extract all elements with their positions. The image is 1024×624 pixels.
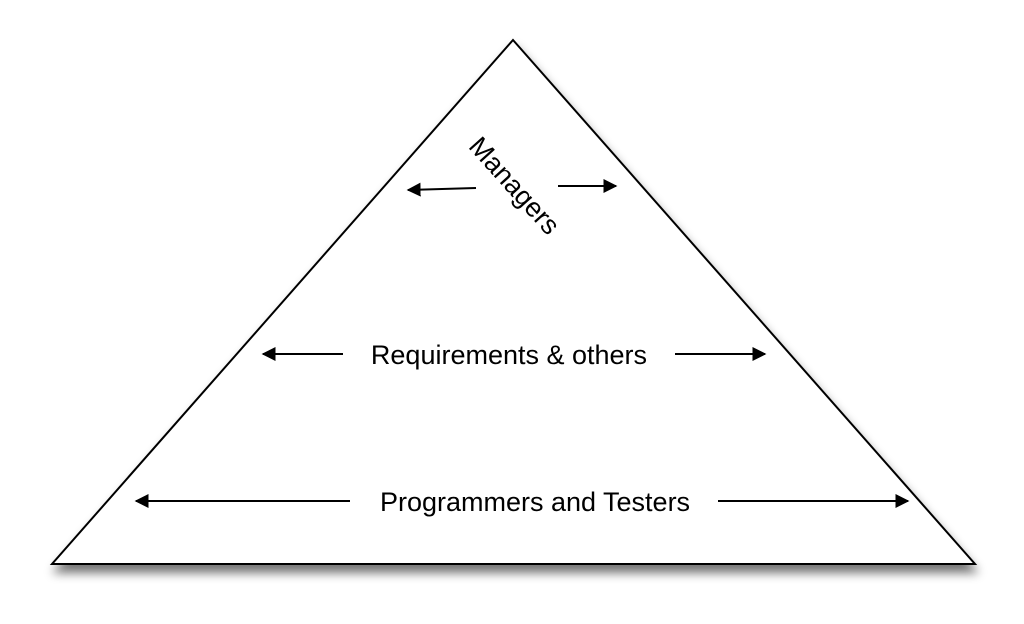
- pyramid-triangle: [49, 38, 978, 565]
- level-label-programmers: Programmers and Testers: [380, 487, 690, 517]
- level-label-requirements: Requirements & others: [371, 340, 647, 370]
- managers-arrow-left: [406, 182, 477, 197]
